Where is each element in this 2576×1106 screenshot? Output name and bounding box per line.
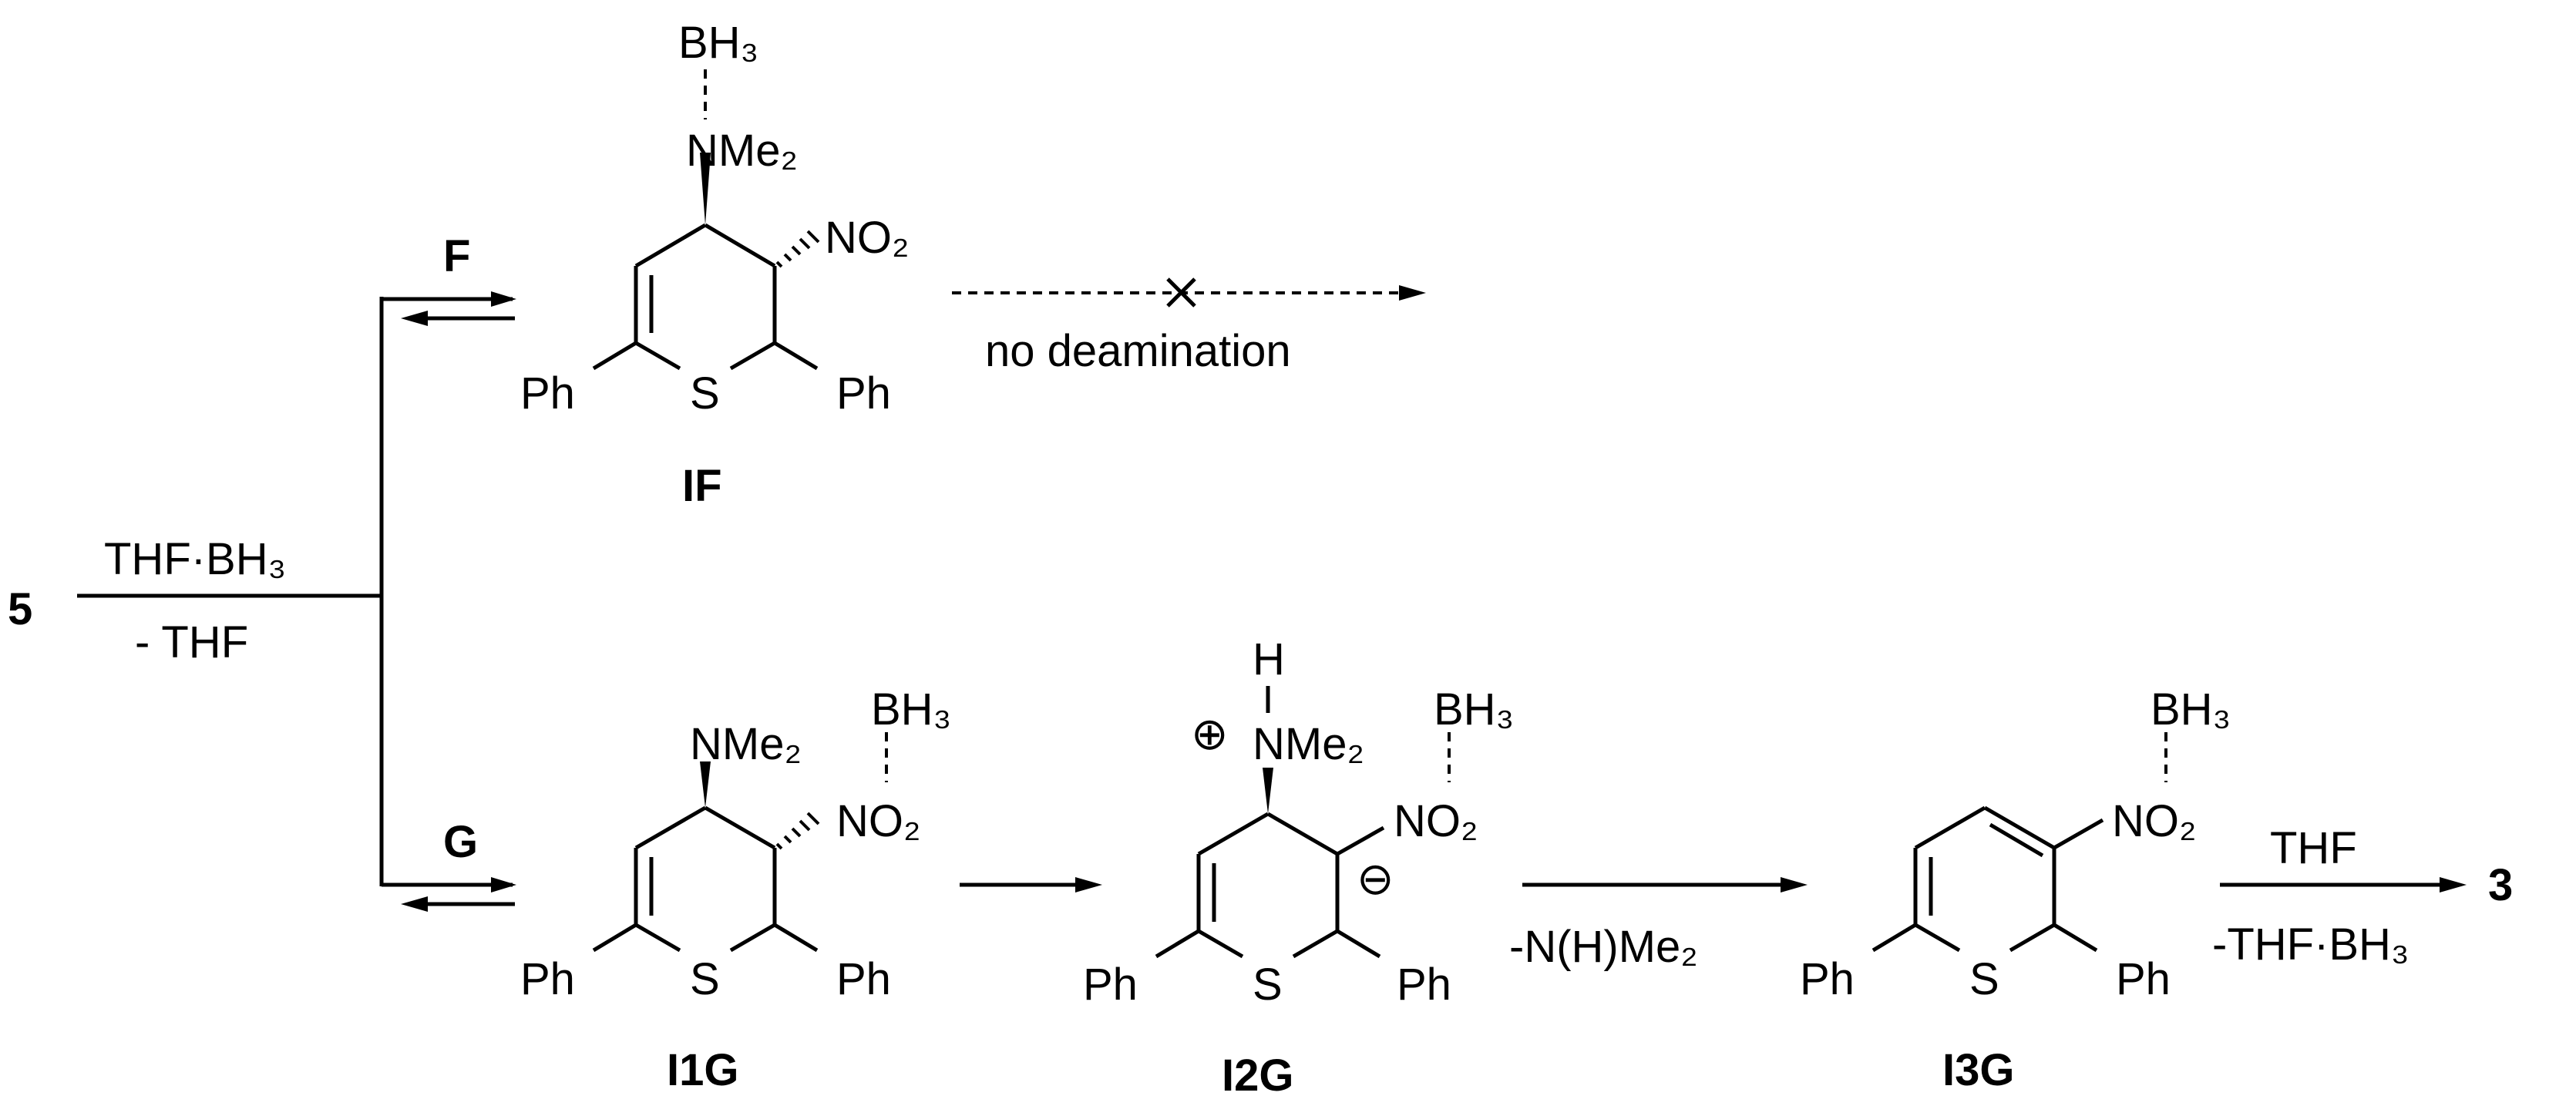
- I2G-no2: NO₂: [1394, 796, 1478, 846]
- reagent-above: THF·BH₃: [104, 534, 286, 584]
- blocked-arrow: [952, 277, 1426, 308]
- I2G-plus: ⊕: [1191, 709, 1229, 759]
- arrow-I3G-product: [2220, 877, 2467, 893]
- IF-ph-right: Ph: [836, 368, 891, 419]
- arrow-I1G-I2G: [960, 877, 1102, 893]
- deamination-label: -N(H)Me₂: [1509, 922, 1698, 972]
- equilibrium-arrow-F: [382, 291, 516, 326]
- I1G-bh3: BH₃: [871, 684, 951, 735]
- molecule-IF: BH₃ NMe₂ NO₂ S Ph Ph: [520, 18, 910, 419]
- start-compound-5: 5: [8, 584, 32, 634]
- reagent-below: - THF: [135, 617, 248, 667]
- I1G-ph-right: Ph: [836, 954, 891, 1004]
- final-reagent-below: -THF·BH₃: [2212, 919, 2410, 970]
- I3G-ph-left: Ph: [1800, 954, 1855, 1004]
- I2G-ph-left: Ph: [1083, 960, 1138, 1010]
- product-compound-3: 3: [2488, 860, 2513, 910]
- equilibrium-arrow-G: [382, 877, 516, 912]
- IF-bh3: BH₃: [678, 18, 758, 68]
- I2G-h: H: [1253, 634, 1285, 684]
- intermediate-I1G: I1G: [667, 1045, 739, 1095]
- intermediate-I3G: I3G: [1942, 1045, 2015, 1095]
- final-reagent-above: THF: [2270, 823, 2357, 873]
- I2G-s: S: [1253, 960, 1283, 1010]
- I2G-nme2: NMe₂: [1253, 719, 1364, 769]
- I3G-bh3: BH₃: [2151, 684, 2231, 735]
- I3G-s: S: [1969, 954, 1999, 1004]
- molecule-I3G: BH₃ NO₂ S Ph Ph: [1800, 684, 2231, 1004]
- IF-no2: NO₂: [825, 213, 910, 263]
- I2G-ph-right: Ph: [1397, 960, 1451, 1010]
- pathway-label-G: G: [443, 817, 478, 867]
- I3G-no2: NO₂: [2112, 796, 2197, 846]
- IF-s: S: [690, 368, 720, 419]
- I2G-minus: ⊖: [1357, 854, 1394, 904]
- I1G-s: S: [690, 954, 720, 1004]
- no-deamination-label: no deamination: [985, 326, 1291, 376]
- intermediate-I2G: I2G: [1222, 1051, 1294, 1101]
- I3G-ph-right: Ph: [2116, 954, 2171, 1004]
- molecule-I2G: H ⊕ NMe₂ BH₃ NO₂ ⊖ S Ph Ph: [1083, 634, 1514, 1010]
- I1G-nme2: NMe₂: [690, 719, 802, 769]
- arrow-I2G-I3G: [1522, 877, 1808, 893]
- I2G-bh3: BH₃: [1434, 684, 1514, 735]
- IF-ph-left: Ph: [520, 368, 575, 419]
- IF-nme2: NMe₂: [686, 126, 798, 176]
- pathway-label-F: F: [443, 231, 470, 281]
- molecule-I1G: BH₃ NMe₂ NO₂ S Ph Ph: [520, 684, 951, 1004]
- intermediate-IF: IF: [682, 461, 722, 511]
- I1G-no2: NO₂: [836, 796, 921, 846]
- I1G-ph-left: Ph: [520, 954, 575, 1004]
